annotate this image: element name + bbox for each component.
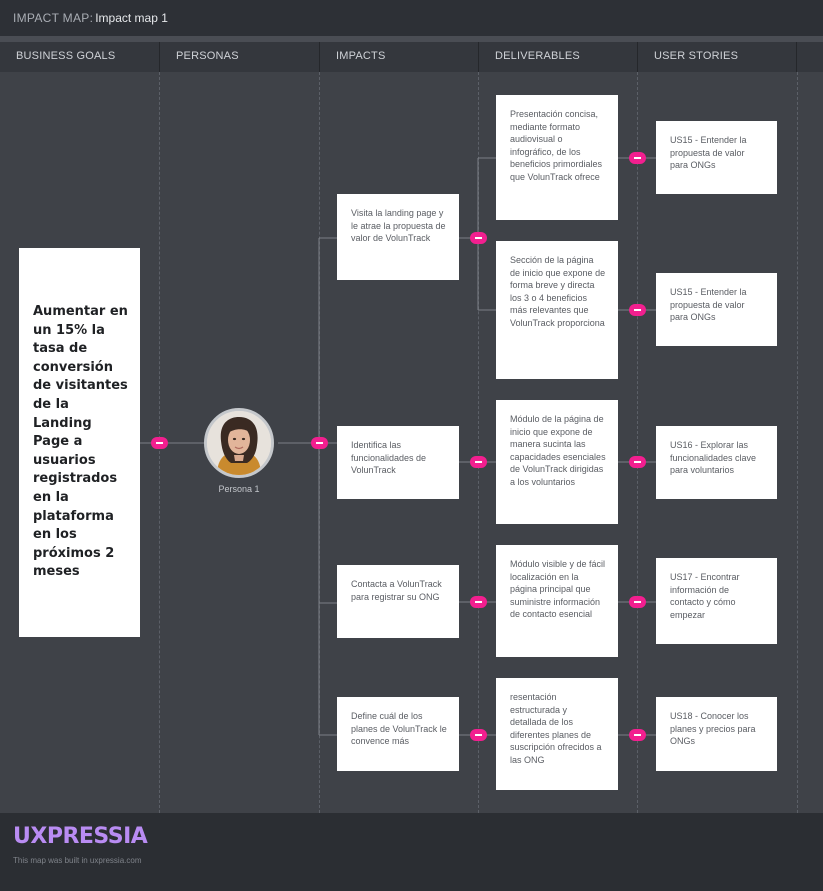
column-header-row: BUSINESS GOALS PERSONAS IMPACTS DELIVERA…	[0, 42, 823, 72]
impact-card[interactable]: Define cuál de los planes de VolunTrack …	[337, 697, 459, 771]
top-bar: IMPACT MAP: Impact map 1	[0, 0, 823, 36]
persona-name: Persona 1	[218, 484, 260, 494]
column-divider	[637, 72, 638, 813]
uxpressia-logo[interactable]: UXPRESSIA	[13, 824, 148, 849]
impact-card[interactable]: Visita la landing page y le atrae la pro…	[337, 194, 459, 280]
map-name[interactable]: Impact map 1	[95, 11, 168, 25]
column-header-personas[interactable]: PERSONAS	[160, 42, 320, 72]
impact-card[interactable]: Contacta a VolunTrack para registrar su …	[337, 565, 459, 638]
woman-portrait-icon	[207, 411, 271, 475]
collapse-toggle-icon[interactable]	[629, 729, 646, 741]
column-divider	[478, 72, 479, 813]
impact-card[interactable]: Identifica las funcionalidades de VolunT…	[337, 426, 459, 499]
collapse-toggle-icon[interactable]	[470, 729, 487, 741]
business-goal-text: Aumentar en un 15% la tasa de conversión…	[33, 304, 128, 580]
persona-avatar[interactable]	[204, 408, 274, 478]
map-label: IMPACT MAP:	[13, 11, 94, 25]
user-story-card[interactable]: US15 - Entender la propuesta de valor pa…	[656, 273, 777, 346]
column-divider	[797, 72, 798, 813]
header-separator	[0, 36, 823, 42]
collapse-toggle-icon[interactable]	[629, 456, 646, 468]
built-by-text: This map was built in uxpressia.com	[13, 856, 142, 865]
column-header-deliverables[interactable]: DELIVERABLES	[479, 42, 638, 72]
collapse-toggle-icon[interactable]	[470, 232, 487, 244]
user-story-card[interactable]: US16 - Explorar las funcionalidades clav…	[656, 426, 777, 499]
collapse-toggle-icon[interactable]	[629, 596, 646, 608]
collapse-toggle-icon[interactable]	[151, 437, 168, 449]
user-story-card[interactable]: US15 - Entender la propuesta de valor pa…	[656, 121, 777, 194]
user-story-card[interactable]: US17 - Encontrar información de contacto…	[656, 558, 777, 644]
deliverable-card[interactable]: resentación estructurada y detallada de …	[496, 678, 618, 790]
deliverable-card[interactable]: Presentación concisa, mediante formato a…	[496, 95, 618, 220]
deliverable-card[interactable]: Módulo visible y de fácil localización e…	[496, 545, 618, 657]
deliverable-card[interactable]: Sección de la página de inicio que expon…	[496, 241, 618, 379]
column-header-impacts[interactable]: IMPACTS	[320, 42, 479, 72]
column-header-business-goals[interactable]: BUSINESS GOALS	[0, 42, 160, 72]
collapse-toggle-icon[interactable]	[470, 596, 487, 608]
collapse-toggle-icon[interactable]	[470, 456, 487, 468]
user-story-card[interactable]: US18 - Conocer los planes y precios para…	[656, 697, 777, 771]
deliverable-card[interactable]: Módulo de la página de inicio que expone…	[496, 400, 618, 524]
collapse-toggle-icon[interactable]	[629, 304, 646, 316]
business-goal-card[interactable]: Aumentar en un 15% la tasa de conversión…	[19, 248, 140, 637]
collapse-toggle-icon[interactable]	[311, 437, 328, 449]
footer	[0, 813, 823, 891]
column-header-user-stories[interactable]: USER STORIES	[638, 42, 797, 72]
collapse-toggle-icon[interactable]	[629, 152, 646, 164]
